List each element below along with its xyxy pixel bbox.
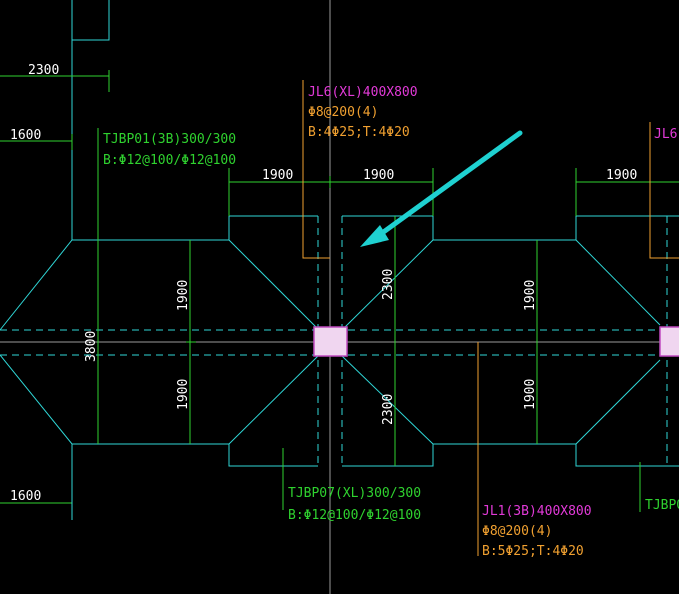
label-text: Φ8@200(4)	[308, 105, 378, 120]
dim-text: 1900	[523, 379, 538, 410]
label-text: TJBP07(XL)300/300	[288, 486, 421, 501]
dim-text: 1900	[262, 168, 293, 183]
dim-text: 1900	[523, 280, 538, 311]
dim-2300-top-left: 2300	[0, 63, 110, 92]
label-tjb07: TJBP07(XL)300/300 B:Φ12@100/Φ12@100	[282, 448, 421, 523]
dim-1600-left-lower: 1600	[0, 489, 73, 520]
dim-vertical-left: 1900 1900 3800	[84, 240, 196, 444]
dim-text: 1900	[176, 379, 191, 410]
dim-vertical-right: 1900 1900	[523, 240, 538, 444]
label-text: Φ8@200(4)	[482, 524, 552, 539]
top-left-outline	[71, 0, 110, 240]
dim-vertical-center: 2300 2300	[381, 216, 396, 466]
label-text: JL6(XL)400X800	[308, 85, 418, 100]
label-text: B:5Φ25;T:4Φ20	[482, 544, 584, 559]
dim-text: 2300	[381, 394, 396, 425]
dim-text: 1600	[10, 128, 41, 143]
footing-center-outline	[341, 215, 679, 467]
dim-text: 2300	[28, 63, 59, 78]
dim-text: 1900	[606, 168, 637, 183]
label-jl6-right: JL6(	[649, 122, 679, 259]
arrow-pointer-icon	[360, 130, 523, 247]
label-text: B:4Φ25;T:4Φ20	[308, 125, 410, 140]
label-text: B:Φ12@100/Φ12@100	[103, 153, 236, 168]
label-text: B:Φ12@100/Φ12@100	[288, 508, 421, 523]
footing-left-outline	[0, 215, 319, 520]
dim-text: 1600	[10, 489, 41, 504]
label-text: JL1(3B)400X800	[482, 504, 592, 519]
dim-text: 1900	[363, 168, 394, 183]
dim-text: 1900	[176, 280, 191, 311]
dim-text: 3800	[84, 331, 99, 362]
label-text: TJBP0	[645, 498, 679, 513]
label-text: JL6(	[654, 127, 679, 142]
dim-1600-left-upper: 1600	[0, 128, 73, 150]
dim-text: 2300	[381, 269, 396, 300]
label-text: TJBP01(3B)300/300	[103, 132, 236, 147]
dim-top-horizontal: 1900 1900 1900	[228, 168, 679, 216]
column-right	[659, 326, 679, 357]
label-jl1: JL1(3B)400X800 Φ8@200(4) B:5Φ25;T:4Φ20	[477, 342, 592, 559]
column-center	[313, 326, 348, 357]
label-tjb-right: TJBP0	[639, 462, 679, 513]
label-tjb01: TJBP01(3B)300/300 B:Φ12@100/Φ12@100	[97, 128, 236, 240]
label-jl6: JL6(XL)400X800 Φ8@200(4) B:4Φ25;T:4Φ20	[302, 80, 418, 259]
